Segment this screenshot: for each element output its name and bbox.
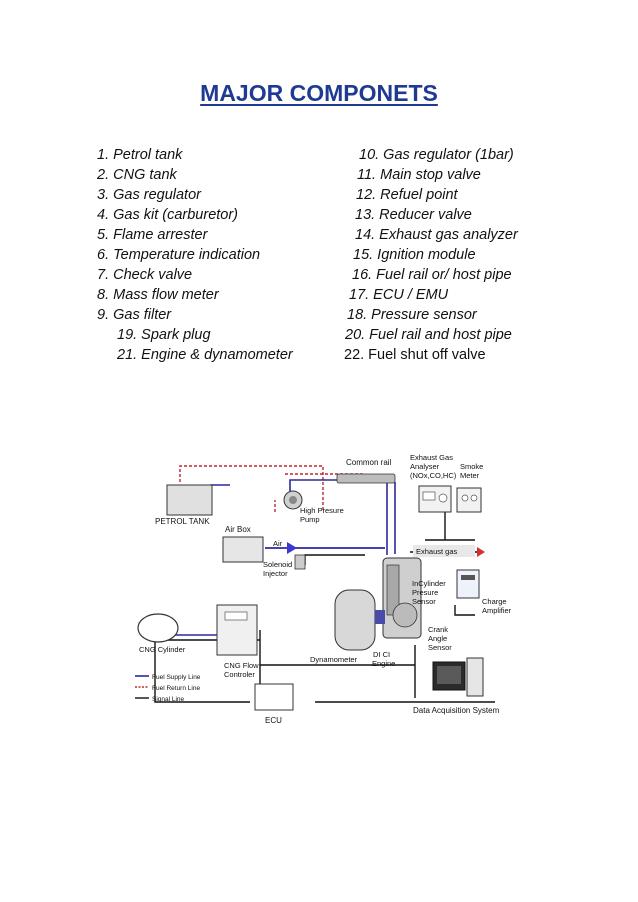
air-arrow-icon bbox=[287, 542, 297, 554]
component-item: 4. Gas kit (carburetor) bbox=[97, 207, 239, 223]
incylinder-label-2: Presure bbox=[412, 588, 438, 597]
charge-amplifier-label-1: Charge bbox=[482, 597, 507, 606]
legend-signal: Signal Line bbox=[152, 696, 185, 703]
component-item: 10. Gas regulator (1bar) bbox=[359, 147, 514, 163]
ecu bbox=[254, 683, 294, 711]
dynamometer-label: Dynamometer bbox=[310, 655, 358, 664]
cng-cylinder bbox=[137, 613, 179, 643]
component-item: 2. CNG tank bbox=[97, 167, 177, 183]
component-item: 9. Gas filter bbox=[97, 307, 172, 323]
cng-flow-label-2: Controler bbox=[224, 670, 255, 679]
cng-flow-label-1: CNG Flow bbox=[224, 661, 259, 670]
incylinder-label-3: Sensor bbox=[412, 597, 436, 606]
smoke-meter-label-1: Smoke bbox=[460, 462, 483, 471]
charge-amplifier-label-2: Amplifier bbox=[482, 606, 512, 615]
high-pressure-pump-label-2: Pump bbox=[300, 515, 320, 524]
component-item: 6. Temperature indication bbox=[97, 247, 261, 263]
solenoid-injector-icon bbox=[294, 554, 306, 570]
air-box bbox=[222, 536, 264, 563]
exhaust-analyser-label-1: Exhaust Gas bbox=[410, 453, 453, 462]
component-item: 21. Engine & dynamometer bbox=[117, 347, 293, 363]
component-item: 18. Pressure sensor bbox=[347, 307, 477, 323]
component-item: 3. Gas regulator bbox=[97, 187, 201, 203]
component-item: 8. Mass flow meter bbox=[97, 287, 219, 303]
petrol-tank-label: PETROL TANK bbox=[155, 517, 210, 526]
air-label: Air bbox=[273, 539, 283, 548]
daq-label: Data Acquisition System bbox=[413, 706, 500, 715]
legend-fuel-return: Fuel Return Line bbox=[152, 685, 200, 692]
component-item: 22. Fuel shut off valve bbox=[344, 347, 486, 363]
crank-sensor-label-2: Angle bbox=[428, 634, 447, 643]
crank-sensor-label-1: Crank bbox=[428, 625, 448, 634]
component-item: 17. ECU / EMU bbox=[349, 287, 449, 303]
cng-cylinder-label: CNG Cylinder bbox=[139, 645, 186, 654]
dynamometer bbox=[334, 589, 376, 651]
component-item: 20. Fuel rail and host pipe bbox=[345, 327, 512, 343]
high-pressure-pump-label-1: High Presure bbox=[300, 506, 344, 515]
solenoid-injector-label-1: Solenoid bbox=[263, 560, 292, 569]
incylinder-label-1: InCylinder bbox=[412, 579, 446, 588]
air-box-label: Air Box bbox=[225, 525, 251, 534]
component-item: 16. Fuel rail or/ host pipe bbox=[352, 267, 512, 283]
legend-fuel-supply: Fuel Supply Line bbox=[152, 674, 201, 681]
exhaust-analyser-label-3: (NOx,CO,HC) bbox=[410, 471, 457, 480]
component-item: 11. Main stop valve bbox=[357, 167, 481, 183]
engine-label-1: DI CI bbox=[373, 650, 390, 659]
solenoid-injector-label-2: Injector bbox=[263, 569, 288, 578]
daq-tower-icon bbox=[466, 657, 484, 697]
exhaust-arrow-icon bbox=[477, 547, 485, 557]
component-item: 15. Ignition module bbox=[353, 247, 476, 263]
component-item: 1. Petrol tank bbox=[97, 147, 183, 163]
component-item: 12. Refuel point bbox=[356, 187, 458, 203]
component-item: 19. Spark plug bbox=[117, 327, 211, 343]
smoke-meter-label-2: Meter bbox=[460, 471, 480, 480]
component-item: 14. Exhaust gas analyzer bbox=[355, 227, 518, 243]
common-rail-label: Common rail bbox=[346, 458, 392, 467]
component-item: 7. Check valve bbox=[97, 267, 193, 283]
page-title: MAJOR COMPONETS bbox=[200, 80, 438, 106]
petrol-tank bbox=[166, 484, 213, 516]
ecu-label: ECU bbox=[265, 716, 282, 725]
common-rail bbox=[336, 473, 396, 484]
smoke-meter bbox=[456, 487, 482, 513]
exhaust-gas-label: Exhaust gas bbox=[416, 547, 458, 556]
exhaust-analyser-label-2: Analyser bbox=[410, 462, 440, 471]
component-item: 13. Reducer valve bbox=[355, 207, 472, 223]
diagram-legend: Fuel Supply Line Fuel Return Line Signal… bbox=[135, 674, 201, 703]
engine-test-rig-diagram: PETROL TANK High Presure Pump Common rai… bbox=[135, 453, 512, 725]
engine-label-2: Engine bbox=[372, 659, 395, 668]
charge-amplifier bbox=[456, 569, 480, 599]
crank-sensor-label-3: Sensor bbox=[428, 643, 452, 652]
component-item: 5. Flame arrester bbox=[97, 227, 208, 243]
